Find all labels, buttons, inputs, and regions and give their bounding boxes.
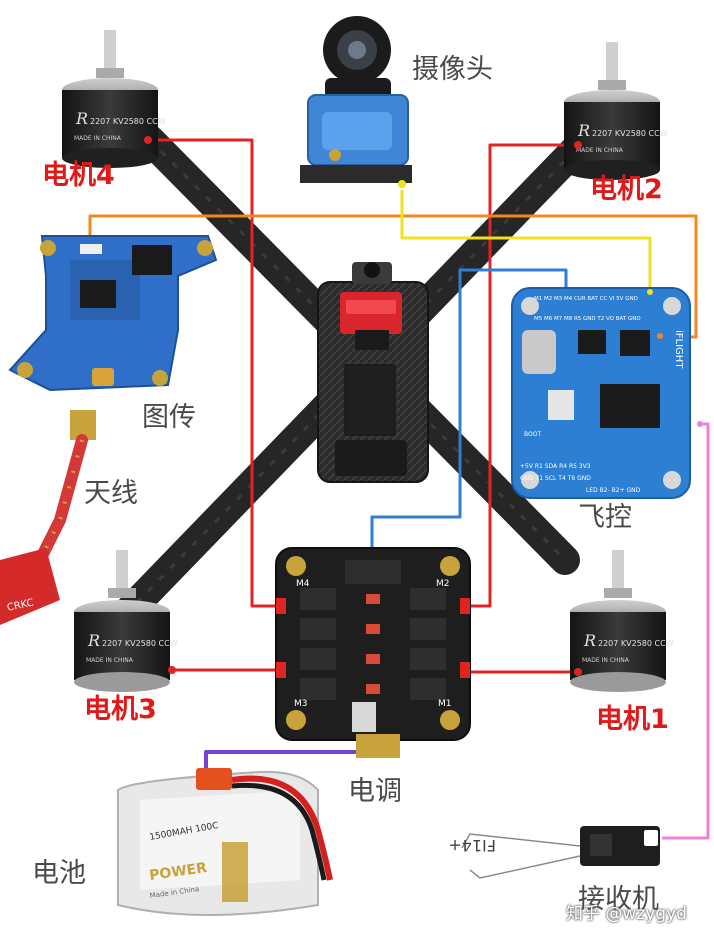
label-fc: 飞控 xyxy=(578,502,632,533)
label-esc: 电调 xyxy=(348,776,402,807)
motor-3: R 2207 KV2580 CCW MADE IN CHINA xyxy=(74,550,178,692)
esc-board: M4 M2 M3 M1 xyxy=(275,547,471,758)
motor-model: 2207 KV2580 CCW xyxy=(592,129,668,138)
fc-brand: iFLIGHT xyxy=(673,330,684,369)
motor-brand: R xyxy=(87,631,100,650)
esc-m2: M2 xyxy=(436,579,450,589)
motor-made: MADE IN CHINA xyxy=(582,657,630,664)
esc-m1: M1 xyxy=(438,699,452,709)
antenna: CRKC xyxy=(0,410,96,625)
motor-model: 2207 KV2580 CCW xyxy=(90,117,166,126)
esc-m4: M4 xyxy=(296,579,310,589)
motor-4: R 2207 KV2580 CCW MADE IN CHINA xyxy=(62,30,166,168)
label-antenna: 天线 xyxy=(84,478,138,509)
fc-boot-label: BOOT xyxy=(524,431,541,438)
camera xyxy=(300,16,412,183)
battery-wire xyxy=(204,738,372,772)
label-motor1: 电机1 xyxy=(596,704,669,735)
carbon-frame xyxy=(115,125,590,625)
label-motor4: 电机4 xyxy=(42,160,115,191)
motor-made: MADE IN CHINA xyxy=(86,657,134,664)
label-motor2: 电机2 xyxy=(590,174,663,205)
fc-bottom-pads2: GND T1 SCL T4 T6 GND xyxy=(520,475,591,482)
label-battery: 电池 xyxy=(32,858,86,889)
esc-m3: M3 xyxy=(294,699,308,709)
label-camera: 摄像头 xyxy=(412,54,493,85)
motor2-wire xyxy=(462,143,578,608)
fc-bottom-pads3: LED B2- B2+ GND xyxy=(586,487,641,494)
motor-made: MADE IN CHINA xyxy=(74,135,122,142)
motor-2: R 2207 KV2580 CCW MADE IN CHINA xyxy=(564,42,668,180)
camera-wire xyxy=(400,190,652,290)
motor-brand: R xyxy=(75,109,88,128)
wire-dots xyxy=(144,136,582,676)
fc-bottom-pads1: +5V R1 SDA R4 R5 3V3 xyxy=(520,463,591,470)
receiver-wire xyxy=(662,422,710,840)
motor-1: R 2207 KV2580 CCW MADE IN CHINA xyxy=(570,550,674,692)
motor4-wire xyxy=(148,138,284,608)
flight-controller: M1 M2 M3 M4 CUR BAT CC VI 5V GND M5 M6 M… xyxy=(511,287,703,499)
battery: 1500MAH 100C POWER Made in China xyxy=(117,768,333,916)
motor-made: MADE IN CHINA xyxy=(576,147,624,154)
label-receiver: 接收机 xyxy=(578,884,659,915)
watermark: 知乎 @wzygyd xyxy=(566,904,687,924)
esc-signal-wire xyxy=(370,268,568,550)
motor-model: 2207 KV2580 CCW xyxy=(598,639,674,648)
vtx-board xyxy=(8,235,218,392)
motor-model: 2207 KV2580 CCW xyxy=(102,639,178,648)
label-motor3: 电机3 xyxy=(84,694,157,725)
motor-brand: R xyxy=(577,121,590,140)
motor-brand: R xyxy=(583,631,596,650)
receiver-model: FI14+ xyxy=(448,836,496,855)
receiver: FI14+ xyxy=(448,826,660,879)
fc-pads-row2: M5 M6 M7 M8 R5 GND T2 VO BAT GND xyxy=(534,316,641,322)
antenna-brand: CRKC xyxy=(6,597,35,613)
label-vtx: 图传 xyxy=(142,402,196,433)
wires xyxy=(88,138,710,840)
fc-top-pads: M1 M2 M3 M4 CUR BAT CC VI 5V GND xyxy=(534,296,638,302)
